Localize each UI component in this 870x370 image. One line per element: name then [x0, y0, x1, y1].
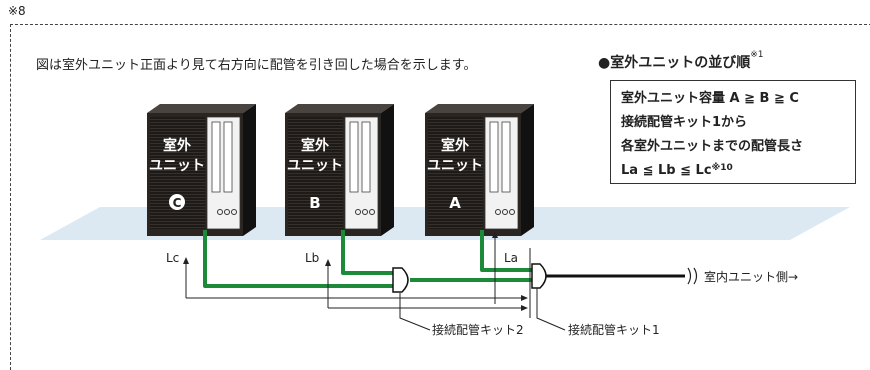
unit-a-label-2: ユニット — [427, 158, 483, 174]
order-title: ●室外ユニットの並び順※1 — [598, 50, 764, 72]
unit-b-letter: B — [309, 194, 320, 212]
outdoor-unit-a: 室外 ユニット A — [425, 104, 534, 236]
unit-a-letter: A — [449, 194, 461, 212]
kit1-label: 接続配管キット1 — [568, 322, 660, 337]
note-mark: ※8 — [8, 4, 26, 18]
indoor-label: 室内ユニット側→ — [704, 269, 798, 284]
unit-c-label-2: ユニット — [149, 158, 205, 174]
pipe-break-mark — [687, 267, 698, 285]
kit2-label: 接続配管キット2 — [432, 322, 524, 337]
pipe-b — [341, 230, 395, 275]
order-line-4: La ≦ Lb ≦ Lc※10 — [621, 159, 855, 183]
unit-b-label-1: 室外 — [301, 137, 329, 154]
order-line-4-text: La ≦ Lb ≦ Lc — [621, 163, 712, 178]
kit1-leader — [536, 288, 566, 331]
order-title-text: ●室外ユニットの並び順 — [598, 55, 751, 71]
kit2-leader — [399, 293, 431, 331]
outdoor-unit-c: 室外 ユニット C — [147, 104, 256, 236]
dashed-frame — [10, 24, 870, 370]
order-line-3: 各室外ユニットまでの配管長さ — [621, 139, 804, 154]
diagram-caption: 図は室外ユニット正面より見て右方向に配管を引き回した場合を示します。 — [36, 58, 477, 73]
branch-kit-2 — [392, 267, 409, 293]
unit-c-letter: C — [173, 196, 182, 210]
refrigerant-pipes — [203, 230, 532, 288]
order-title-note: ※1 — [750, 50, 764, 60]
length-la: La — [504, 251, 518, 265]
branch-kit-1 — [531, 263, 547, 289]
length-lb: Lb — [305, 251, 319, 265]
outdoor-unit-b: 室外 ユニット B — [285, 104, 394, 236]
order-line-1: 室外ユニット容量 A ≧ B ≧ C — [621, 91, 799, 106]
order-line-4-note: ※10 — [711, 163, 733, 173]
unit-b-label-2: ユニット — [287, 158, 343, 174]
order-box: 室外ユニット容量 A ≧ B ≧ C 接続配管キット1から 各室外ユニットまでの… — [610, 80, 856, 184]
length-dimensions — [183, 231, 531, 318]
pipe-c — [203, 230, 395, 288]
unit-c-label-1: 室外 — [163, 137, 191, 154]
unit-a-label-1: 室外 — [441, 137, 469, 154]
order-line-2: 接続配管キット1から — [621, 115, 748, 130]
pipe-a — [480, 230, 532, 272]
piping-diagram: 室外 ユニット C 室外 ユニット B 室外 ユニット A — [40, 104, 850, 337]
length-lc: Lc — [166, 251, 179, 265]
